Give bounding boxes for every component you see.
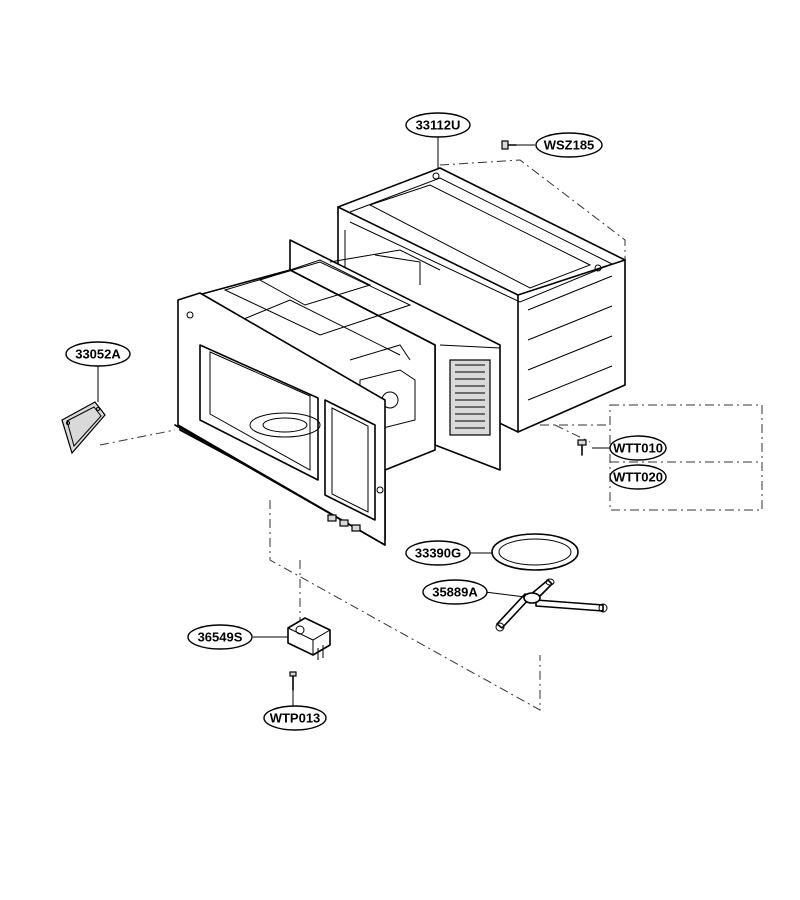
assembly-guide-lines xyxy=(99,159,763,711)
label-roller-guide-text: 35889A xyxy=(432,585,478,600)
label-glass-tray: 33390G xyxy=(405,540,471,566)
case-screw-part[interactable] xyxy=(501,140,528,150)
label-turntable-motor: 36549S xyxy=(187,624,253,650)
front-frame[interactable] xyxy=(174,292,386,546)
screw-wtt-part[interactable] xyxy=(577,439,587,456)
door-cover-plate-part[interactable] xyxy=(61,401,106,455)
roller-guide-part[interactable] xyxy=(495,578,608,632)
leader-lines xyxy=(97,137,610,706)
label-turntable-motor-text: 36549S xyxy=(198,630,243,645)
label-screw-2: WTT020 xyxy=(609,464,667,490)
motor-screw-part[interactable] xyxy=(289,671,297,691)
label-motor-screw: WTP013 xyxy=(263,705,327,731)
label-door-cover: 33052A xyxy=(65,341,131,367)
label-screw-1: WTT010 xyxy=(609,435,667,461)
label-door-cover-text: 33052A xyxy=(75,347,121,362)
label-case-screw: WSZ185 xyxy=(535,132,603,158)
label-screw-2-text: WTT020 xyxy=(613,470,663,485)
label-motor-screw-text: WTP013 xyxy=(270,711,321,726)
label-outer-case-text: 33112U xyxy=(416,118,461,133)
label-roller-guide: 35889A xyxy=(422,579,488,605)
label-case-screw-text: WSZ185 xyxy=(544,138,595,153)
label-outer-case: 33112U xyxy=(405,112,471,138)
label-screw-1-text: WTT010 xyxy=(613,441,663,456)
glass-tray-part[interactable] xyxy=(491,533,579,571)
label-glass-tray-text: 33390G xyxy=(415,546,461,561)
turntable-motor-part[interactable] xyxy=(287,617,331,660)
